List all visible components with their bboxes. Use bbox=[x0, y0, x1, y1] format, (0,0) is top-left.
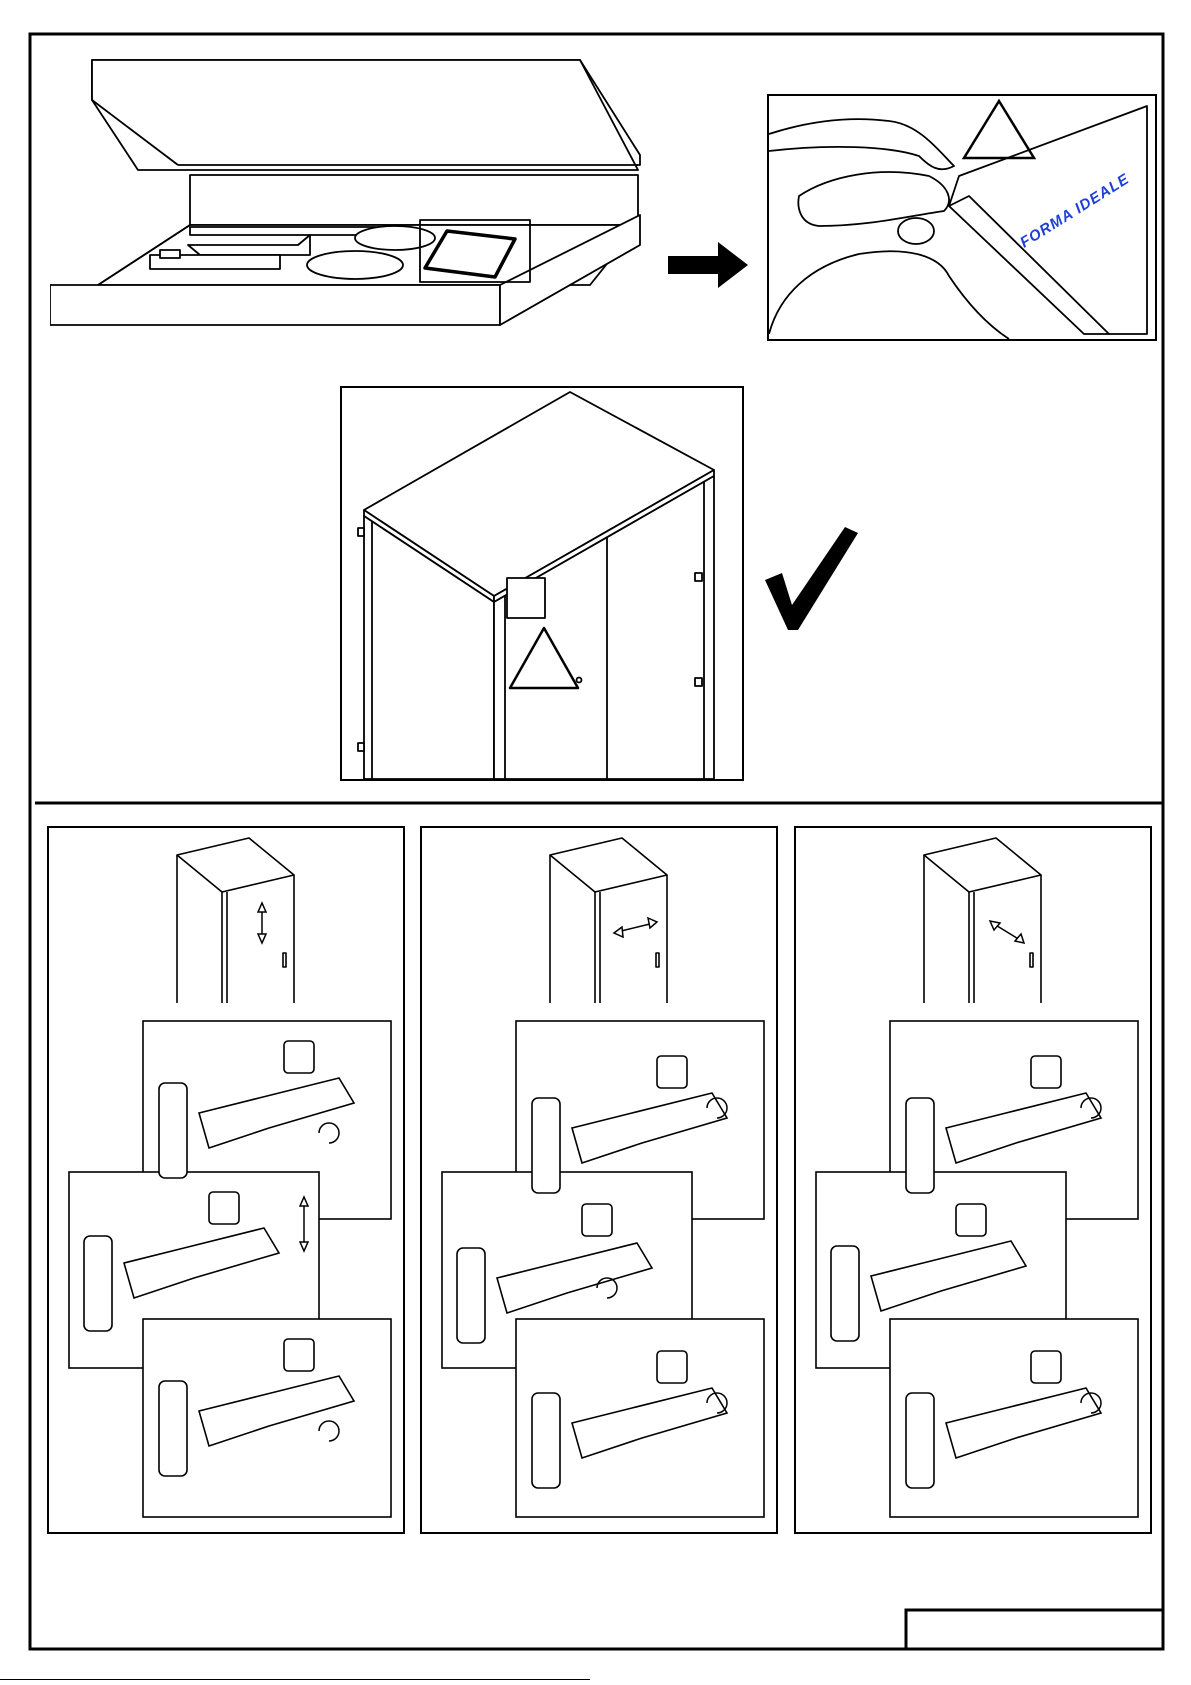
double-arrow-vertical-icon bbox=[258, 903, 266, 943]
adjust-lateral-panel bbox=[420, 826, 778, 1534]
double-arrow-horizontal-icon bbox=[614, 918, 657, 937]
warning-triangle-icon bbox=[964, 101, 1034, 158]
checkmark-icon bbox=[760, 525, 860, 635]
adjust-vertical-illustration bbox=[49, 828, 403, 1532]
footer-rule bbox=[0, 1679, 590, 1680]
adjust-depth-panel bbox=[794, 826, 1152, 1534]
peel-film-panel: FORMA IDEALE bbox=[767, 94, 1157, 341]
cabinet-assembled-panel bbox=[340, 386, 744, 781]
cabinet-illustration bbox=[342, 388, 742, 779]
double-arrow-diagonal-icon bbox=[990, 921, 1024, 943]
peel-film-illustration: FORMA IDEALE bbox=[769, 96, 1155, 339]
arrow-right-icon bbox=[668, 240, 750, 290]
adjust-depth-illustration bbox=[796, 828, 1150, 1532]
adjust-lateral-illustration bbox=[422, 828, 776, 1532]
adjust-vertical-panel bbox=[47, 826, 405, 1534]
open-box-illustration bbox=[50, 55, 650, 330]
